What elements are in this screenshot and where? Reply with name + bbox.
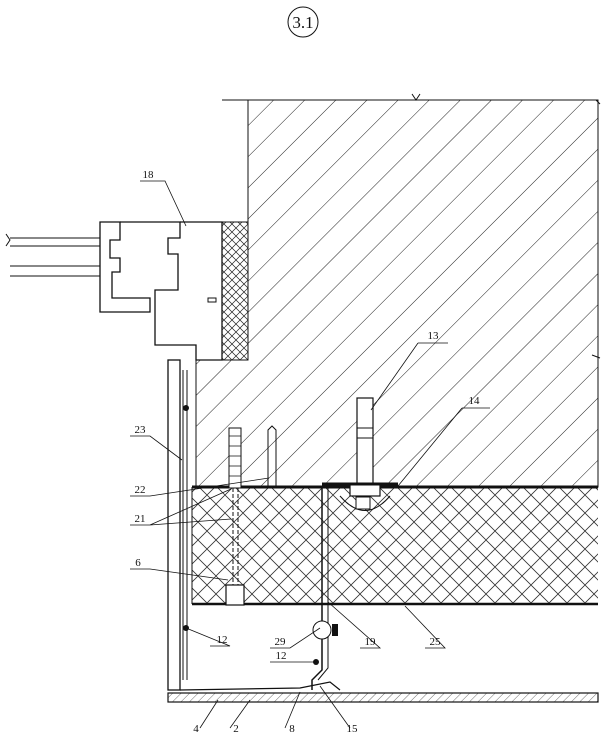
bottom-plate: [167, 681, 599, 703]
label-6: 6: [135, 557, 141, 569]
title-text: 3.1: [292, 13, 313, 32]
title-marker: 3.1: [287, 6, 319, 38]
anchor-bolt: [322, 397, 398, 511]
label-8: 8: [289, 723, 295, 735]
label-19: 19: [365, 636, 377, 648]
label-25: 25: [430, 636, 442, 648]
insulation-layer: [191, 485, 598, 606]
callout-labels: 18 13 14 23 22 21 6 12 29 19 25 12 4 2 8…: [135, 169, 481, 735]
label-15: 15: [347, 723, 359, 735]
label-13: 13: [428, 330, 440, 342]
label-23: 23: [135, 424, 147, 436]
label-18: 18: [143, 169, 155, 181]
label-12a: 12: [217, 634, 228, 646]
label-12b: 12: [276, 650, 287, 662]
label-29: 29: [275, 636, 287, 648]
label-4: 4: [193, 723, 199, 735]
support-bracket: [311, 488, 338, 690]
window-frame: [5, 221, 249, 361]
insulation-dowel: [225, 425, 277, 606]
label-14: 14: [469, 395, 481, 407]
label-22: 22: [135, 484, 146, 496]
leader-lines: [130, 180, 490, 729]
label-21: 21: [135, 513, 146, 525]
label-2: 2: [233, 723, 239, 735]
concrete-wall: [195, 93, 601, 488]
window-seal-fill: [221, 221, 249, 361]
cladding-panel: [167, 359, 189, 691]
